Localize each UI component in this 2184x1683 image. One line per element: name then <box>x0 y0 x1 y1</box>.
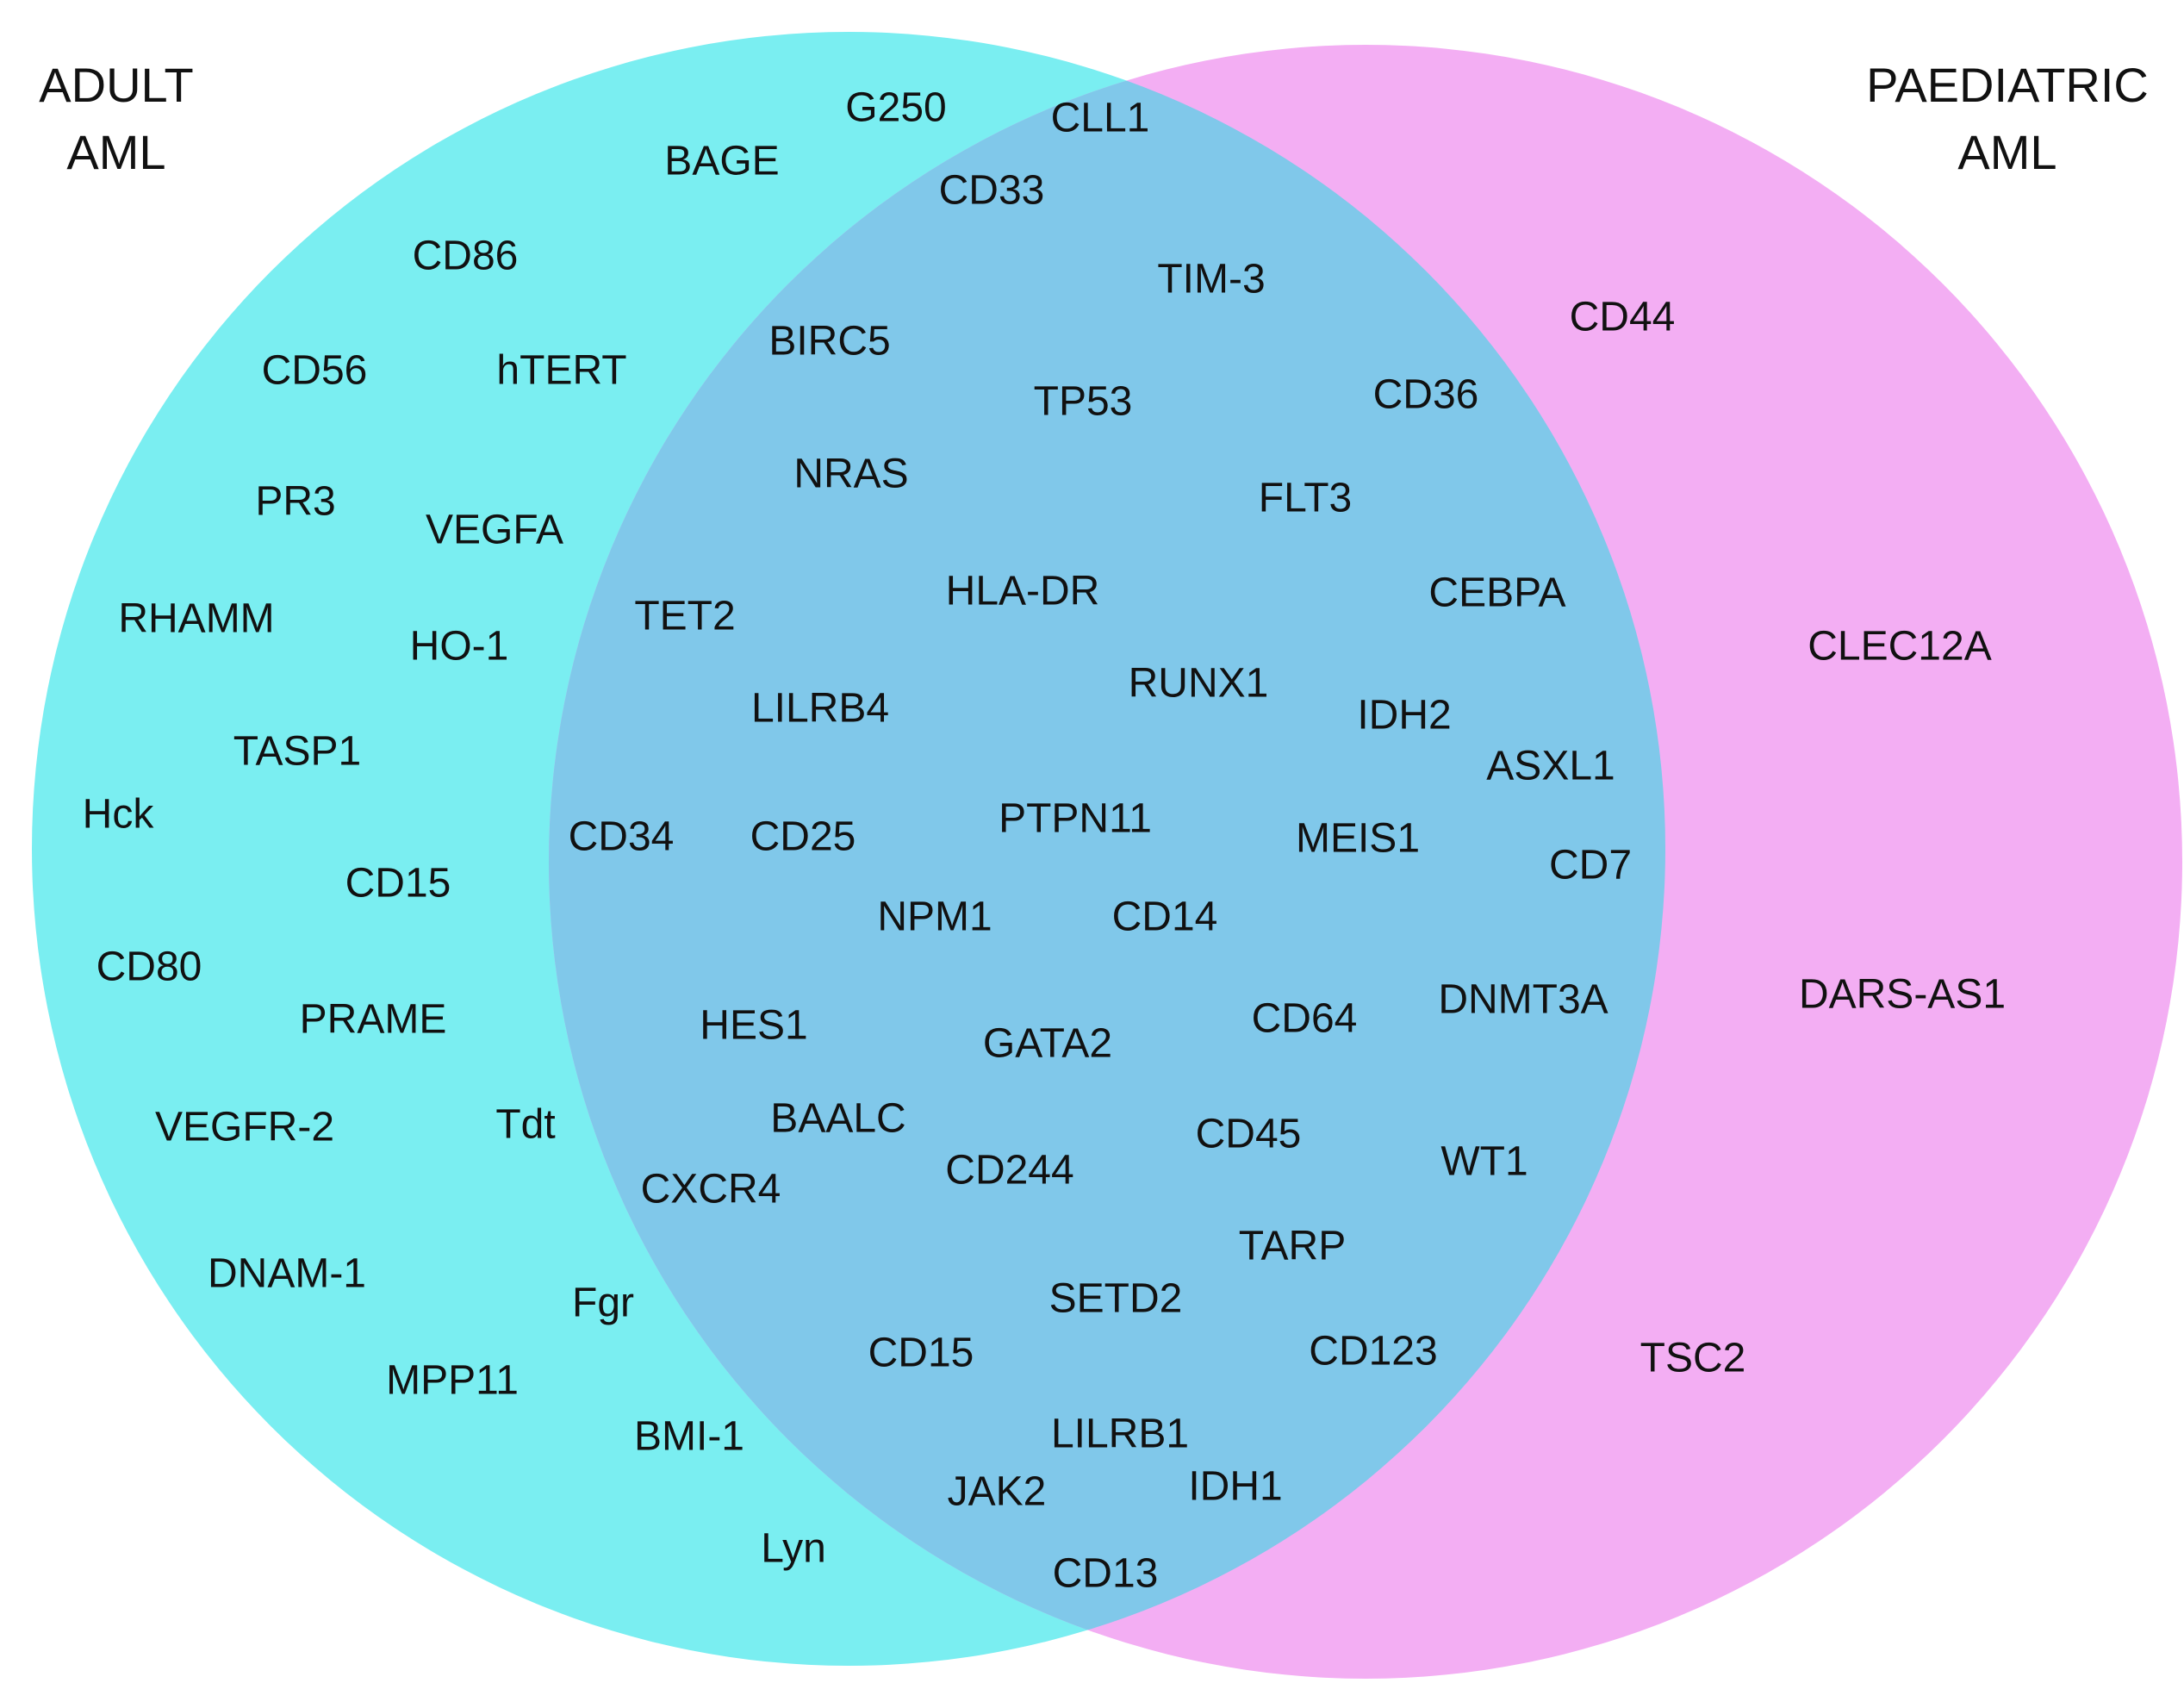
marker-label-adult-only: CD15 <box>345 861 451 907</box>
marker-label-paediatric-only: TSC2 <box>1640 1336 1746 1381</box>
marker-label-shared: BIRC5 <box>768 319 890 365</box>
marker-label-shared: LILRB4 <box>751 686 889 732</box>
marker-label-adult-only: PR3 <box>255 479 335 525</box>
marker-label-adult-only: BMI-1 <box>634 1414 744 1460</box>
marker-label-shared: CD123 <box>1309 1329 1437 1374</box>
marker-label-shared: CD13 <box>1053 1551 1159 1597</box>
marker-label-adult-only: CD56 <box>262 348 368 394</box>
marker-label-shared: CD15 <box>868 1331 974 1376</box>
marker-label-shared: IDH2 <box>1357 693 1451 739</box>
marker-label-shared: DNMT3A <box>1438 977 1608 1023</box>
paediatric-aml-title-line1: PAEDIATRIC <box>1866 58 2149 112</box>
marker-label-adult-only: Tdt <box>495 1102 555 1148</box>
marker-label-shared: TARP <box>1239 1224 1346 1269</box>
marker-label-adult-only: TASP1 <box>233 729 362 775</box>
marker-label-shared: CEBPA <box>1428 570 1565 616</box>
marker-label-adult-only: CD80 <box>96 944 202 990</box>
marker-label-shared: FLT3 <box>1259 476 1352 521</box>
marker-label-shared: CD34 <box>569 814 675 860</box>
marker-label-shared: NRAS <box>793 452 908 497</box>
marker-label-adult-only: CD86 <box>413 234 519 279</box>
paediatric-aml-title: PAEDIATRIC AML <box>1844 52 2171 186</box>
marker-label-adult-only: BAGE <box>664 139 779 184</box>
marker-label-paediatric-only: DARS-AS1 <box>1799 972 2006 1018</box>
marker-label-adult-only: PRAME <box>300 997 447 1043</box>
marker-label-shared: SETD2 <box>1049 1276 1183 1322</box>
marker-label-shared: TIM-3 <box>1157 257 1265 302</box>
marker-label-shared: HLA-DR <box>946 569 1100 614</box>
marker-label-paediatric-only: CD44 <box>1570 295 1676 340</box>
marker-label-adult-only: G250 <box>845 85 946 131</box>
marker-label-shared: CD64 <box>1252 996 1358 1042</box>
marker-label-adult-only: MPP11 <box>386 1358 519 1404</box>
marker-label-shared: JAK2 <box>948 1469 1047 1515</box>
marker-label-shared: CD36 <box>1373 372 1479 418</box>
marker-label-shared: PTPN11 <box>999 796 1152 842</box>
marker-label-shared: GATA2 <box>983 1021 1112 1067</box>
marker-label-adult-only: DNAM-1 <box>208 1251 366 1297</box>
marker-label-shared: CXCR4 <box>641 1167 781 1212</box>
marker-label-adult-only: VEGFR-2 <box>155 1105 334 1150</box>
overlap-region <box>549 45 1665 1666</box>
marker-label-adult-only: hTERT <box>496 348 626 394</box>
marker-label-shared: IDH1 <box>1188 1464 1282 1510</box>
marker-label-shared: CD7 <box>1549 843 1632 888</box>
marker-label-shared: TET2 <box>634 594 735 639</box>
marker-label-shared: CD33 <box>939 168 1045 214</box>
marker-label-shared: LILRB1 <box>1051 1412 1189 1457</box>
marker-label-shared: HES1 <box>700 1003 807 1049</box>
marker-label-adult-only: HO-1 <box>410 624 509 670</box>
marker-label-shared: WT1 <box>1440 1139 1528 1185</box>
paediatric-aml-title-line2: AML <box>1957 125 2057 179</box>
adult-aml-title-line1: ADULT <box>39 58 194 112</box>
marker-label-shared: TP53 <box>1034 379 1133 425</box>
adult-aml-title: ADULT AML <box>9 52 224 186</box>
marker-label-shared: BAALC <box>770 1096 905 1142</box>
marker-label-adult-only: RHAMM <box>118 596 274 642</box>
marker-label-shared: CD45 <box>1196 1112 1302 1157</box>
marker-label-adult-only: Fgr <box>572 1281 634 1326</box>
marker-label-paediatric-only: CLEC12A <box>1808 624 1991 670</box>
marker-label-adult-only: VEGFA <box>426 508 563 553</box>
marker-label-adult-only: Lyn <box>761 1526 826 1572</box>
marker-label-shared: MEIS1 <box>1296 816 1420 862</box>
adult-aml-title-line2: AML <box>66 125 166 179</box>
marker-label-shared: NPM1 <box>877 894 992 940</box>
marker-label-shared: CD25 <box>750 814 856 860</box>
marker-label-shared: CD14 <box>1112 894 1218 940</box>
marker-label-shared: RUNX1 <box>1129 661 1269 707</box>
marker-label-shared: CD244 <box>945 1148 1073 1194</box>
marker-label-shared: CLL1 <box>1051 96 1150 141</box>
marker-label-shared: ASXL1 <box>1486 744 1615 789</box>
marker-label-adult-only: Hck <box>83 792 155 838</box>
